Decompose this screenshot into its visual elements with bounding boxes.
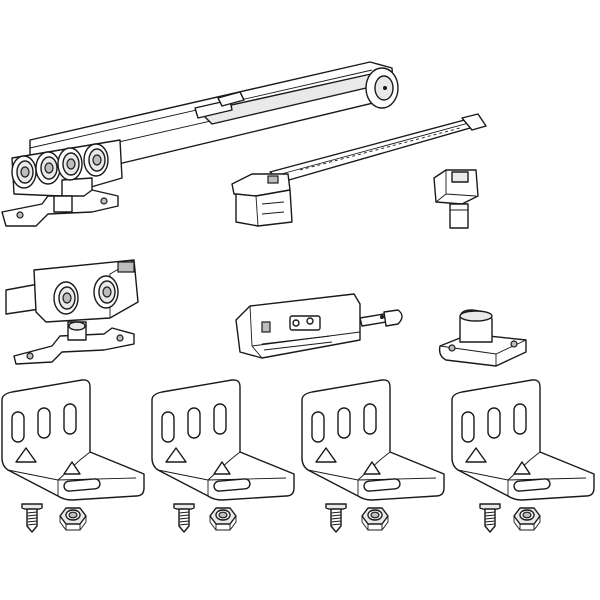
wheel-icon [93,275,119,309]
nut-icon [209,507,237,531]
wheel-icon [57,147,83,181]
screw-icon [21,503,43,533]
trolley [5,259,139,365]
mounting-plate [13,327,135,365]
floor-guide [438,309,527,367]
nut-icon [59,507,87,531]
wheel-icon [53,281,79,315]
damper-activator-rail [231,113,487,227]
screw-icon [325,503,347,533]
nut-icon [513,507,541,531]
door-stop [433,169,479,229]
nut-icon [361,507,389,531]
angle-bracket [451,379,595,501]
angle-bracket [301,379,445,501]
angle-bracket [151,379,295,501]
wheel-icon [83,143,109,177]
screw-icon [173,503,195,533]
soft-close-damper-unit [235,293,403,359]
wheel-icon [35,151,61,185]
wheel-icon [11,155,37,189]
soft-close-damper-with-trolley [1,61,399,227]
screw-icon [479,503,501,533]
angle-bracket [1,379,145,501]
